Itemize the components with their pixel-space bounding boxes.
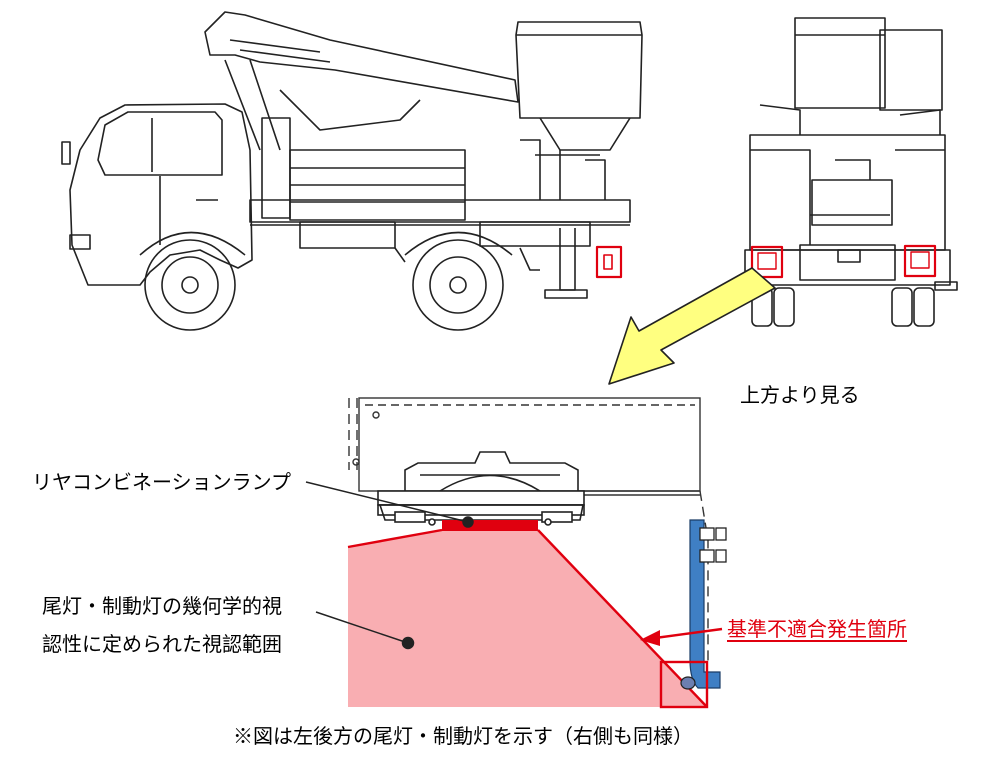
truck-cab (69, 103, 253, 286)
detail-top-view (347, 397, 727, 709)
view-from-above-label: 上方より見る (740, 383, 860, 407)
boom (204, 11, 519, 103)
lamp-callout-line (305, 481, 469, 523)
footnote: ※図は左後方の尾灯・制動灯を示す（右側も同様） (233, 724, 693, 748)
visibility-zone (348, 530, 707, 707)
basket (515, 21, 643, 119)
lamp-lens (442, 520, 538, 531)
rear-combination-lamp (377, 451, 585, 526)
visibility-boundary-line (537, 529, 708, 708)
nonconformity-marker (659, 660, 709, 709)
wheel-rear (412, 239, 504, 331)
visibility-range-label-line2: 認性に定められた視認範囲 (42, 632, 282, 656)
side-view-lamp-marker (595, 245, 623, 279)
visibility-range-label-line1: 尾灯・制動灯の幾何学的視 (42, 594, 282, 618)
range-callout-line (315, 611, 409, 644)
rear-lamp-marker-right (903, 244, 937, 278)
zoom-arrow (608, 267, 776, 385)
rear-tires (751, 287, 935, 327)
truck-side-view (61, 11, 643, 331)
rear-lamp-marker-left (750, 245, 784, 279)
truck-rear-view (741, 17, 958, 327)
blue-bracket (680, 519, 727, 690)
rear-combination-lamp-label: リヤコンビネーションランプ (32, 470, 291, 494)
nonconformity-location-label: 基準不適合発生箇所 (727, 617, 907, 641)
defect-arrow (640, 627, 723, 646)
wheel-front (144, 239, 236, 331)
